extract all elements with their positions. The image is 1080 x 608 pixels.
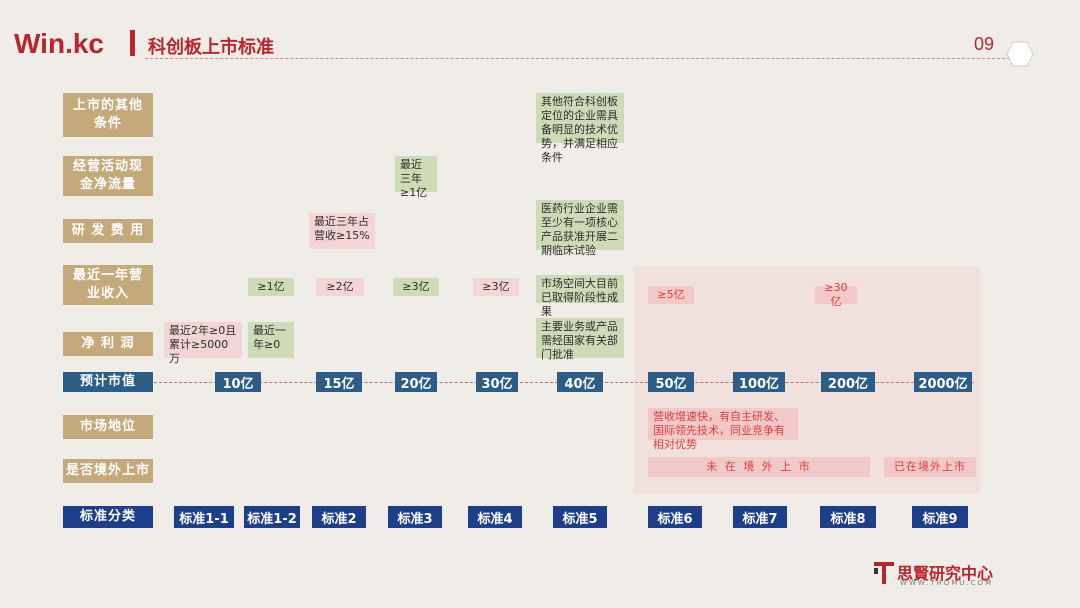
value-15: 15亿 — [316, 372, 362, 392]
brand-url: WWW.THOMU.COM — [900, 579, 994, 587]
row-label-category: 标准分类 — [63, 506, 153, 528]
value-20: 20亿 — [395, 372, 437, 392]
page-number: 09 — [974, 34, 995, 54]
header-dashed-line — [145, 58, 1025, 59]
brand-logo: Win.kc — [14, 28, 104, 59]
cell-s5-profit: 主要业务或产品需经国家有关部门批准 — [536, 318, 624, 361]
std-5: 标准5 — [553, 506, 607, 528]
hexagon-icon — [1006, 41, 1034, 67]
cell-s5-rd: 医药行业企业需至少有一项核心产品获准开展二期临床试验 — [536, 200, 624, 257]
row-label-market-value: 预计市值 — [63, 372, 153, 392]
std-1-1: 标准1-1 — [174, 506, 234, 528]
value-30: 30亿 — [476, 372, 518, 392]
cell-s678-overseas: 未 在 境 外 上 市 — [648, 457, 870, 477]
cell-s8-revenue: ≥30亿 — [815, 281, 857, 308]
cell-s67-position: 营收增速快，有自主研发、国际领先技术，同业竞争有相对优势 — [648, 408, 798, 451]
row-label-other-conditions: 上市的其他 条件 — [63, 93, 153, 137]
page-title: 科创板上市标准 — [148, 37, 274, 58]
std-9: 标准9 — [912, 506, 968, 528]
cell-s5-revenue: 市场空间大目前已取得阶段性成果 — [536, 275, 624, 318]
std-4: 标准4 — [468, 506, 522, 528]
value-10: 10亿 — [215, 372, 261, 392]
row-label-net-profit: 净 利 润 — [63, 332, 153, 356]
row-label-cashflow: 经营活动现 金净流量 — [63, 156, 153, 196]
row-label-overseas: 是否境外上市 — [63, 459, 153, 483]
std-3: 标准3 — [388, 506, 442, 528]
std-2: 标准2 — [312, 506, 366, 528]
std-6: 标准6 — [648, 506, 702, 528]
cell-s9-overseas: 已在境外上市 — [884, 457, 976, 477]
cell-s12-revenue: ≥1亿 — [248, 278, 294, 296]
cell-s11-profit: 最近2年≥0且累计≥5000万 — [164, 322, 242, 365]
cell-s12-profit: 最近一年≥0 — [248, 322, 294, 358]
brand-name: 思賢研究中心 — [897, 564, 994, 583]
cell-s2-revenue: ≥2亿 — [316, 278, 364, 296]
cell-s3-revenue: ≥3亿 — [393, 278, 439, 296]
brand-icon — [874, 562, 894, 584]
std-7: 标准7 — [733, 506, 787, 528]
cell-s2-rd: 最近三年占营收≥15% — [309, 213, 375, 249]
row-label-market-position: 市场地位 — [63, 415, 153, 439]
cell-s6-revenue: ≥5亿 — [648, 286, 694, 304]
row-label-revenue: 最近一年营 业收入 — [63, 265, 153, 305]
value-40: 40亿 — [557, 372, 603, 392]
value-2000: 2000亿 — [914, 372, 972, 392]
title-divider — [130, 30, 135, 56]
std-8: 标准8 — [820, 506, 876, 528]
cell-s3-cashflow: 最近三年≥1亿 — [395, 156, 437, 199]
std-1-2: 标准1-2 — [244, 506, 300, 528]
cell-s5-other: 其他符合科创板定位的企业需具备明显的技术优势，并满足相应条件 — [536, 93, 624, 164]
cell-s4-revenue: ≥3亿 — [473, 278, 519, 296]
value-100: 100亿 — [733, 372, 785, 392]
value-50: 50亿 — [648, 372, 694, 392]
value-200: 200亿 — [821, 372, 875, 392]
row-label-rd: 研 发 费 用 — [63, 219, 153, 243]
